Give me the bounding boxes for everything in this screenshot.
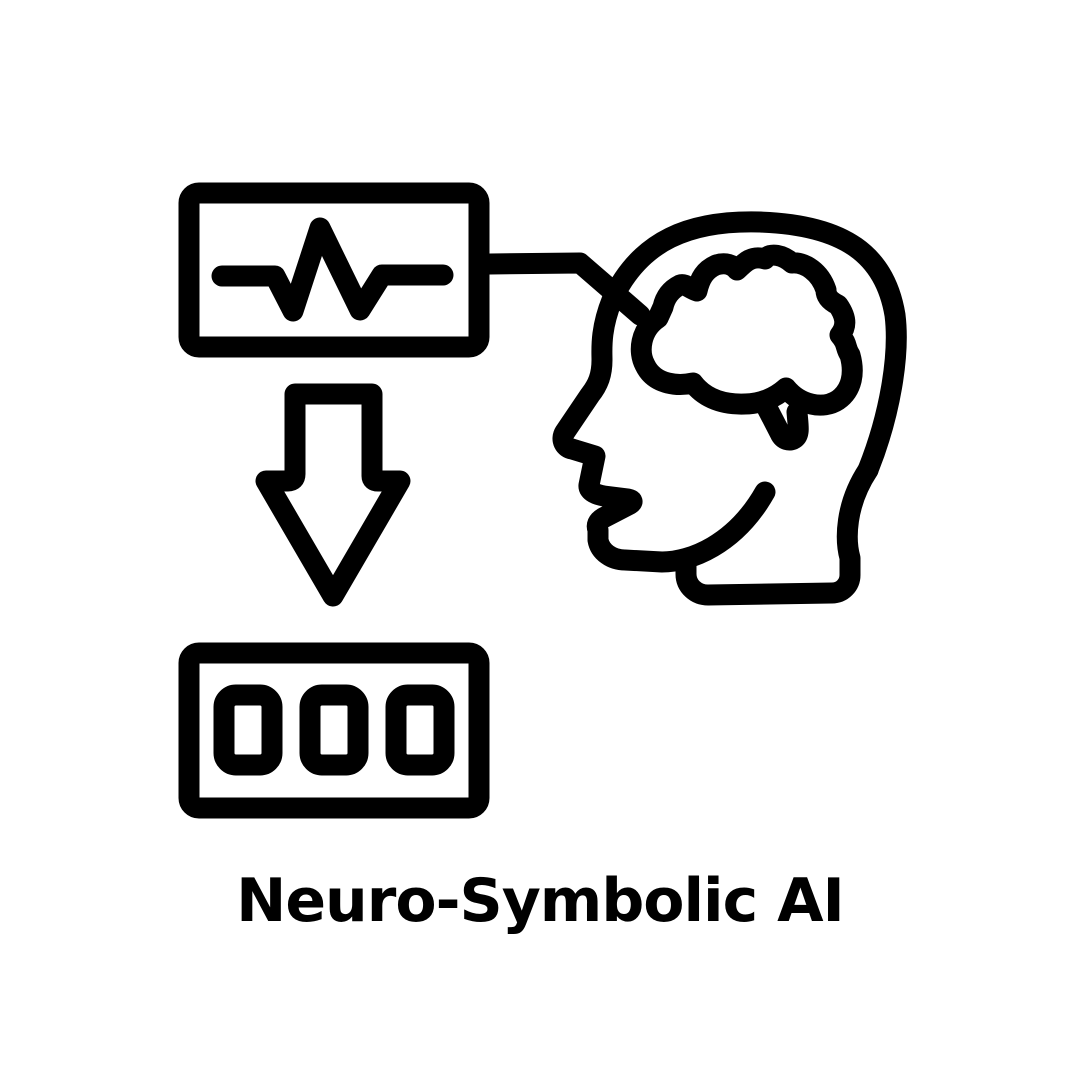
head-brain-icon [552, 211, 907, 606]
arrow-down-icon [255, 383, 411, 607]
waveform-icon [178, 182, 490, 358]
digit-blocks-icon [178, 642, 490, 819]
diagram-title: Neuro-Symbolic AI [236, 866, 845, 936]
